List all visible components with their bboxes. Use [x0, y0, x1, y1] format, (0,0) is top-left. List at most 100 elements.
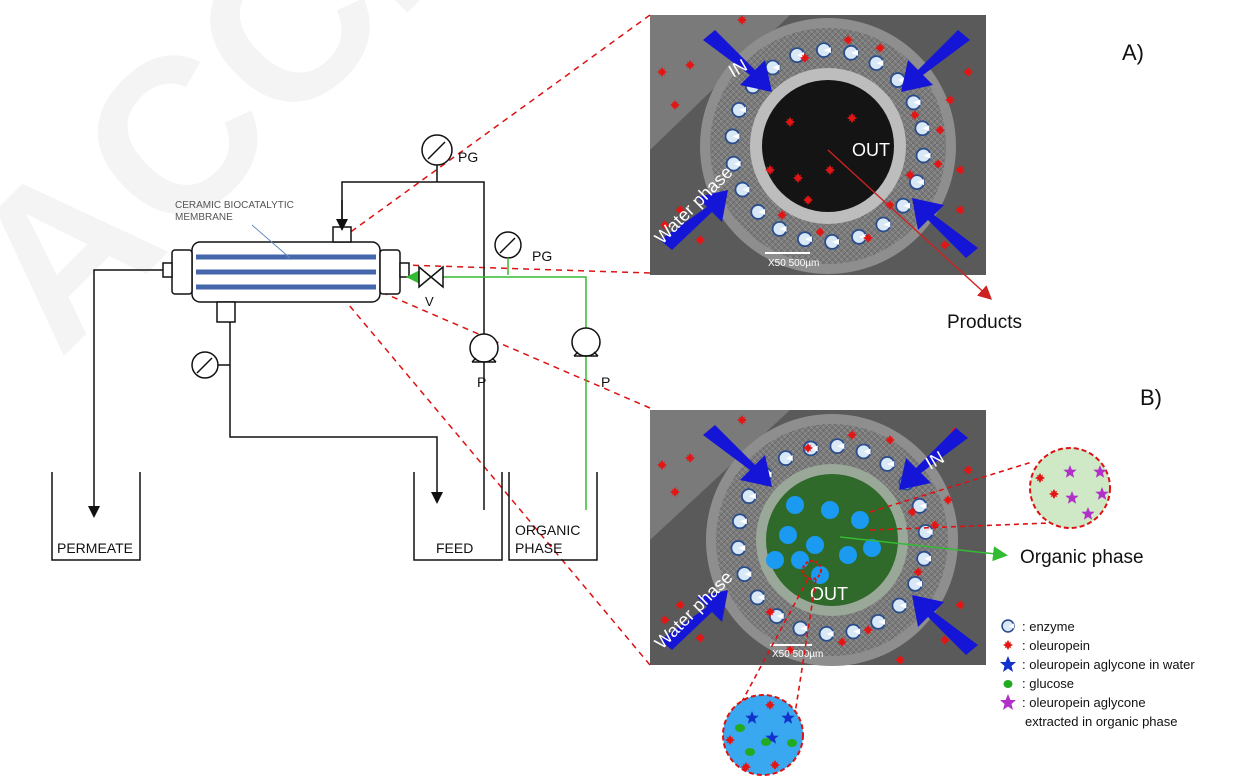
- oleuropein-glyph: [863, 233, 873, 243]
- oleuropein-glyph: [815, 227, 825, 237]
- oleuropein-glyph: [945, 95, 955, 105]
- enzyme-glyph: [857, 444, 871, 458]
- glucose-glyph: [787, 739, 797, 747]
- enzyme-glyph: [844, 46, 858, 60]
- legend-aglycone-organic-2: extracted in organic phase: [1025, 714, 1177, 729]
- oleuropein-glyph: [895, 655, 905, 665]
- enzyme-glyph: [915, 121, 929, 135]
- organic-tank-label-1: ORGANIC: [515, 522, 580, 538]
- enzyme-glyph: [725, 129, 739, 143]
- glucose-glyph: [745, 748, 755, 756]
- oleuropein-glyph: [1035, 473, 1045, 483]
- oleuropein-glyph: [913, 567, 923, 577]
- membrane-label-1: CERAMIC BIOCATALYTIC: [175, 200, 294, 211]
- panel-a-scalebar: X50 500µm: [768, 258, 819, 269]
- legend-oleuropein: : oleuropein: [1022, 638, 1090, 653]
- enzyme-glyph: [907, 95, 921, 109]
- oleuropein-glyph: [770, 760, 780, 770]
- oleuropein-glyph: [685, 453, 695, 463]
- droplet: [839, 546, 857, 564]
- oleuropein-glyph: [803, 195, 813, 205]
- feed-label: FEED: [436, 540, 473, 556]
- enzyme-glyph: [731, 541, 745, 555]
- enzyme-glyph: [825, 235, 839, 249]
- oleuropein-glyph: [800, 53, 810, 63]
- enzyme-glyph: [871, 615, 885, 629]
- enzyme-glyph: [798, 232, 812, 246]
- oleuropein-glyph: [737, 415, 747, 425]
- oleuropein-glyph: [847, 430, 857, 440]
- legend: : enzyme : oleuropein : oleuropein aglyc…: [1000, 619, 1195, 729]
- enzyme-glyph: [733, 514, 747, 528]
- magenta-star-icon: [1000, 694, 1016, 710]
- oleuropein-glyph: [907, 507, 917, 517]
- enzyme-glyph: [737, 567, 751, 581]
- oleuropein-glyph: [657, 460, 667, 470]
- enzyme-glyph: [742, 489, 756, 503]
- blue-star-icon: [1000, 656, 1016, 672]
- oleuropein-glyph: [885, 435, 895, 445]
- oleuropein-glyph: [765, 165, 775, 175]
- droplet: [766, 551, 784, 569]
- oleuropein-glyph: [825, 165, 835, 175]
- oleuropein-glyph: [933, 159, 943, 169]
- membrane-label-2: MEMBRANE: [175, 212, 233, 223]
- oleuropein-glyph: [777, 210, 787, 220]
- droplet: [791, 551, 809, 569]
- droplet: [851, 511, 869, 529]
- oleuropein-glyph: [741, 762, 751, 772]
- droplet: [786, 496, 804, 514]
- oleuropein-glyph: [725, 735, 735, 745]
- droplet: [779, 526, 797, 544]
- glucose-glyph: [761, 738, 771, 746]
- oleuropein-glyph: [955, 600, 965, 610]
- oleuropein-glyph: [847, 113, 857, 123]
- enzyme-glyph: [779, 451, 793, 465]
- enzyme-glyph: [896, 199, 910, 213]
- oleuropein-glyph: [1049, 489, 1059, 499]
- oleuropein-glyph: [657, 67, 667, 77]
- enzyme-glyph: [773, 222, 787, 236]
- enzyme-glyph: [852, 230, 866, 244]
- legend-aglycone-water: : oleuropein aglycone in water: [1022, 657, 1195, 672]
- oleuropein-glyph: [905, 170, 915, 180]
- enzyme-glyph: [892, 599, 906, 613]
- enzyme-glyph: [766, 61, 780, 75]
- oleuropein-glyph: [863, 625, 873, 635]
- oleuropein-glyph: [793, 173, 803, 183]
- oleuropein-glyph: [930, 520, 940, 530]
- enzyme-glyph: [869, 56, 883, 70]
- pg-top-label: PG: [458, 149, 478, 165]
- enzyme-glyph: [846, 625, 860, 639]
- oleuropein-glyph: [765, 607, 775, 617]
- pg-right-label: PG: [532, 248, 552, 264]
- oleuropein-glyph: [670, 100, 680, 110]
- oleuropein-glyph: [670, 487, 680, 497]
- enzyme-glyph: [908, 577, 922, 591]
- oleuropein-glyph: [837, 637, 847, 647]
- enzyme-glyph: [732, 103, 746, 117]
- oleuropein-glyph: [695, 235, 705, 245]
- oleuropein-glyph: [695, 633, 705, 643]
- green-dot-icon: [1004, 680, 1013, 688]
- oleuropein-glyph: [685, 60, 695, 70]
- oleuropein-glyph: [955, 165, 965, 175]
- pump-2-label: P: [601, 374, 610, 390]
- oleuropein-glyph: [765, 700, 775, 710]
- enzyme-glyph: [880, 457, 894, 471]
- oleuropein-glyph: [943, 495, 953, 505]
- enzyme-glyph: [820, 627, 834, 641]
- oleuropein-glyph: [910, 110, 920, 120]
- legend-glucose: : glucose: [1022, 676, 1074, 691]
- organic-phase-label: Organic phase: [1020, 547, 1144, 568]
- oleuropein-glyph: [843, 35, 853, 45]
- oleuropein-glyph: [963, 67, 973, 77]
- permeate-label: PERMEATE: [57, 540, 133, 556]
- enzyme-glyph: [751, 590, 765, 604]
- panel-b-scalebar: X50 500µm: [772, 649, 823, 660]
- enzyme-glyph: [876, 217, 890, 231]
- organic-tank-label-2: PHASE: [515, 540, 562, 556]
- oleuropein-glyph: [785, 117, 795, 127]
